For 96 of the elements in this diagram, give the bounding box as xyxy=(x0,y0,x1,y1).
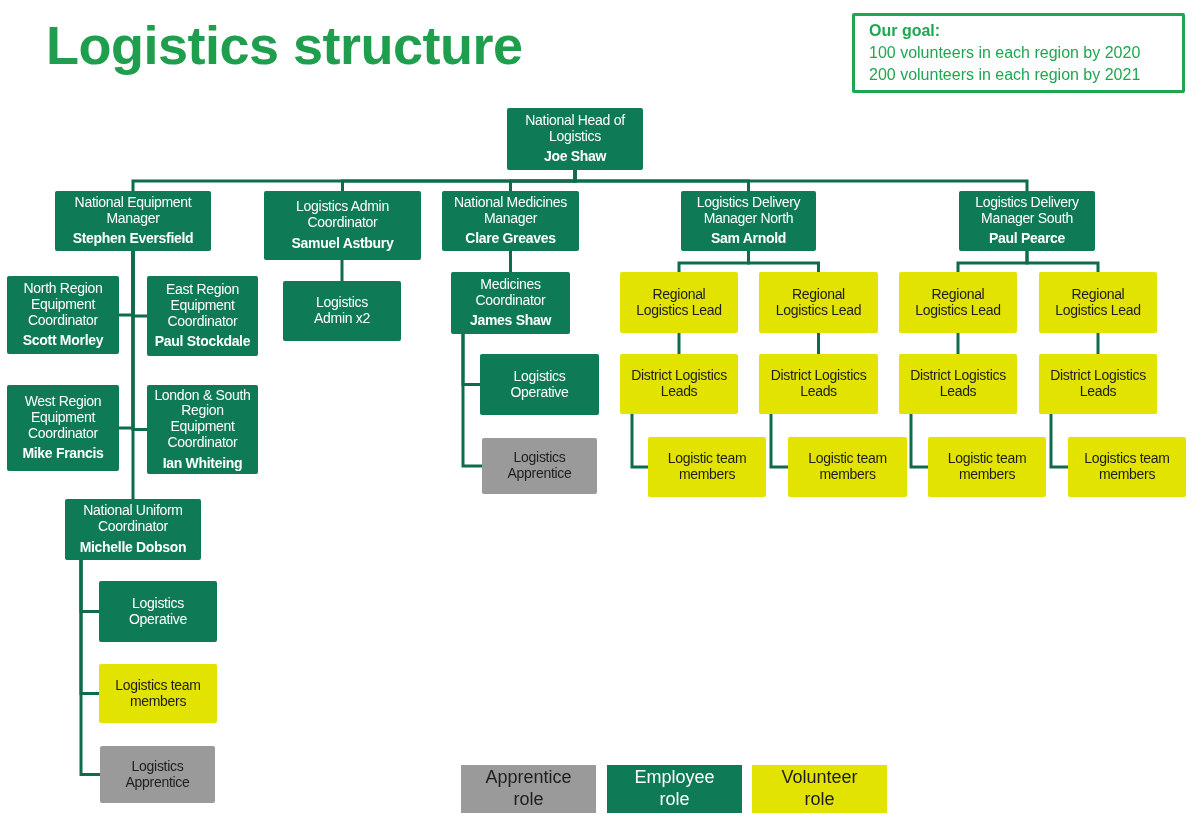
role-title: District Logistics Leads xyxy=(1049,368,1147,400)
role-title: Regional Logistics Lead xyxy=(914,286,1002,319)
role-title: Logistic team members xyxy=(666,451,748,483)
person-name: Michelle Dobson xyxy=(79,539,187,556)
org-box xyxy=(899,354,1017,414)
org-box xyxy=(759,272,878,333)
org-box xyxy=(482,438,597,494)
role-title: North Region Equipment Coordinator xyxy=(22,281,104,329)
goal-heading: Our goal: xyxy=(869,21,942,41)
org-box xyxy=(99,581,217,642)
role-title: Logistics Admin Coordinator xyxy=(295,199,390,231)
role-title: National Uniform Coordinator xyxy=(82,503,184,535)
person-name: Paul Stockdale xyxy=(154,334,251,350)
connector-line xyxy=(340,260,344,281)
role-title: Regional Logistics Lead xyxy=(1054,286,1142,319)
goal-text: 200 volunteers in each region by 2021 xyxy=(869,65,1142,85)
person-name: Samuel Astbury xyxy=(291,235,394,252)
org-box xyxy=(899,272,1017,333)
legend-label: Employee role xyxy=(633,767,716,811)
connector-line xyxy=(573,170,1029,191)
role-title: Medicines Coordinator xyxy=(474,277,547,309)
person-name: Stephen Eversfield xyxy=(72,231,194,247)
org-box xyxy=(264,191,421,260)
connector-line xyxy=(677,333,681,354)
org-box xyxy=(283,281,401,341)
connector-line xyxy=(956,333,960,354)
role-title: Logistics Delivery Manager South xyxy=(974,195,1080,227)
person-name: Paul Pearce xyxy=(988,231,1066,247)
role-title: Logistics team members xyxy=(1083,451,1171,483)
role-title: Logistics Delivery Manager North xyxy=(695,195,802,227)
person-name: Sam Arnold xyxy=(710,231,786,247)
org-box xyxy=(1039,354,1157,414)
org-box xyxy=(759,354,878,414)
role-title: District Logistics Leads xyxy=(909,368,1007,400)
org-box xyxy=(65,499,201,560)
role-title: National Equipment Manager xyxy=(73,195,193,227)
connector-line xyxy=(79,560,100,776)
legend-label: Apprentice role xyxy=(484,767,573,811)
connector-line xyxy=(1025,251,1100,272)
org-box xyxy=(442,191,579,251)
role-title: Logistics Admin x2 xyxy=(313,295,371,327)
org-box xyxy=(507,108,643,170)
role-title: Logistic team members xyxy=(946,451,1028,483)
org-box xyxy=(1039,272,1157,333)
connector-line xyxy=(131,251,135,499)
connector-line xyxy=(1096,333,1100,354)
org-box xyxy=(480,354,599,415)
connector-line xyxy=(509,251,512,272)
org-box xyxy=(681,191,816,251)
goal-box xyxy=(852,13,1185,93)
org-box xyxy=(620,354,738,414)
role-title: Regional Logistics Lead xyxy=(774,286,863,319)
connector-line xyxy=(909,414,928,469)
page-title: Logistics structure xyxy=(46,16,523,76)
role-title: London & South Region Equipment Coordinator xyxy=(153,387,252,451)
org-box xyxy=(7,385,119,471)
connector-line xyxy=(817,333,820,354)
role-title: Logistics Apprentice xyxy=(506,450,573,482)
role-title: National Medicines Manager xyxy=(453,195,568,227)
person-name: Joe Shaw xyxy=(543,149,607,165)
role-title: Logistics Apprentice xyxy=(124,758,191,791)
connector-line xyxy=(1049,414,1068,469)
connector-line xyxy=(747,251,820,272)
person-name: Scott Morley xyxy=(22,333,104,349)
role-title: Logistics team members xyxy=(114,677,202,710)
role-title: National Head of Logistics xyxy=(524,113,627,145)
person-name: Ian Whiteing xyxy=(162,455,243,472)
person-name: Clare Greaves xyxy=(465,231,556,247)
org-box xyxy=(147,385,258,474)
person-name: James Shaw xyxy=(469,313,552,329)
role-title: West Region Equipment Coordinator xyxy=(23,394,103,442)
org-box xyxy=(1068,437,1186,497)
org-box xyxy=(788,437,907,497)
org-box xyxy=(928,437,1046,497)
role-title: Logistics Operative xyxy=(128,595,188,628)
role-title: Regional Logistics Lead xyxy=(635,286,723,319)
person-name: Mike Francis xyxy=(22,446,104,462)
goal-text: 100 volunteers in each region by 2020 xyxy=(869,43,1142,63)
role-title: District Logistics Leads xyxy=(769,368,868,400)
role-title: Logistic team members xyxy=(807,451,888,483)
org-box xyxy=(7,276,119,354)
org-box xyxy=(620,272,738,333)
org-box xyxy=(648,437,766,497)
org-box xyxy=(147,276,258,356)
connector-line xyxy=(630,414,648,469)
role-title: District Logistics Leads xyxy=(630,368,728,400)
legend-label: Volunteer role xyxy=(780,767,859,811)
role-title: East Region Equipment Coordinator xyxy=(165,282,240,330)
role-title: Logistics Operative xyxy=(509,368,570,401)
org-box xyxy=(959,191,1095,251)
org-box xyxy=(99,664,217,723)
org-box xyxy=(451,272,570,334)
connector-line xyxy=(769,414,788,469)
org-box xyxy=(55,191,211,251)
connector-line xyxy=(461,334,482,468)
org-box xyxy=(100,746,215,803)
